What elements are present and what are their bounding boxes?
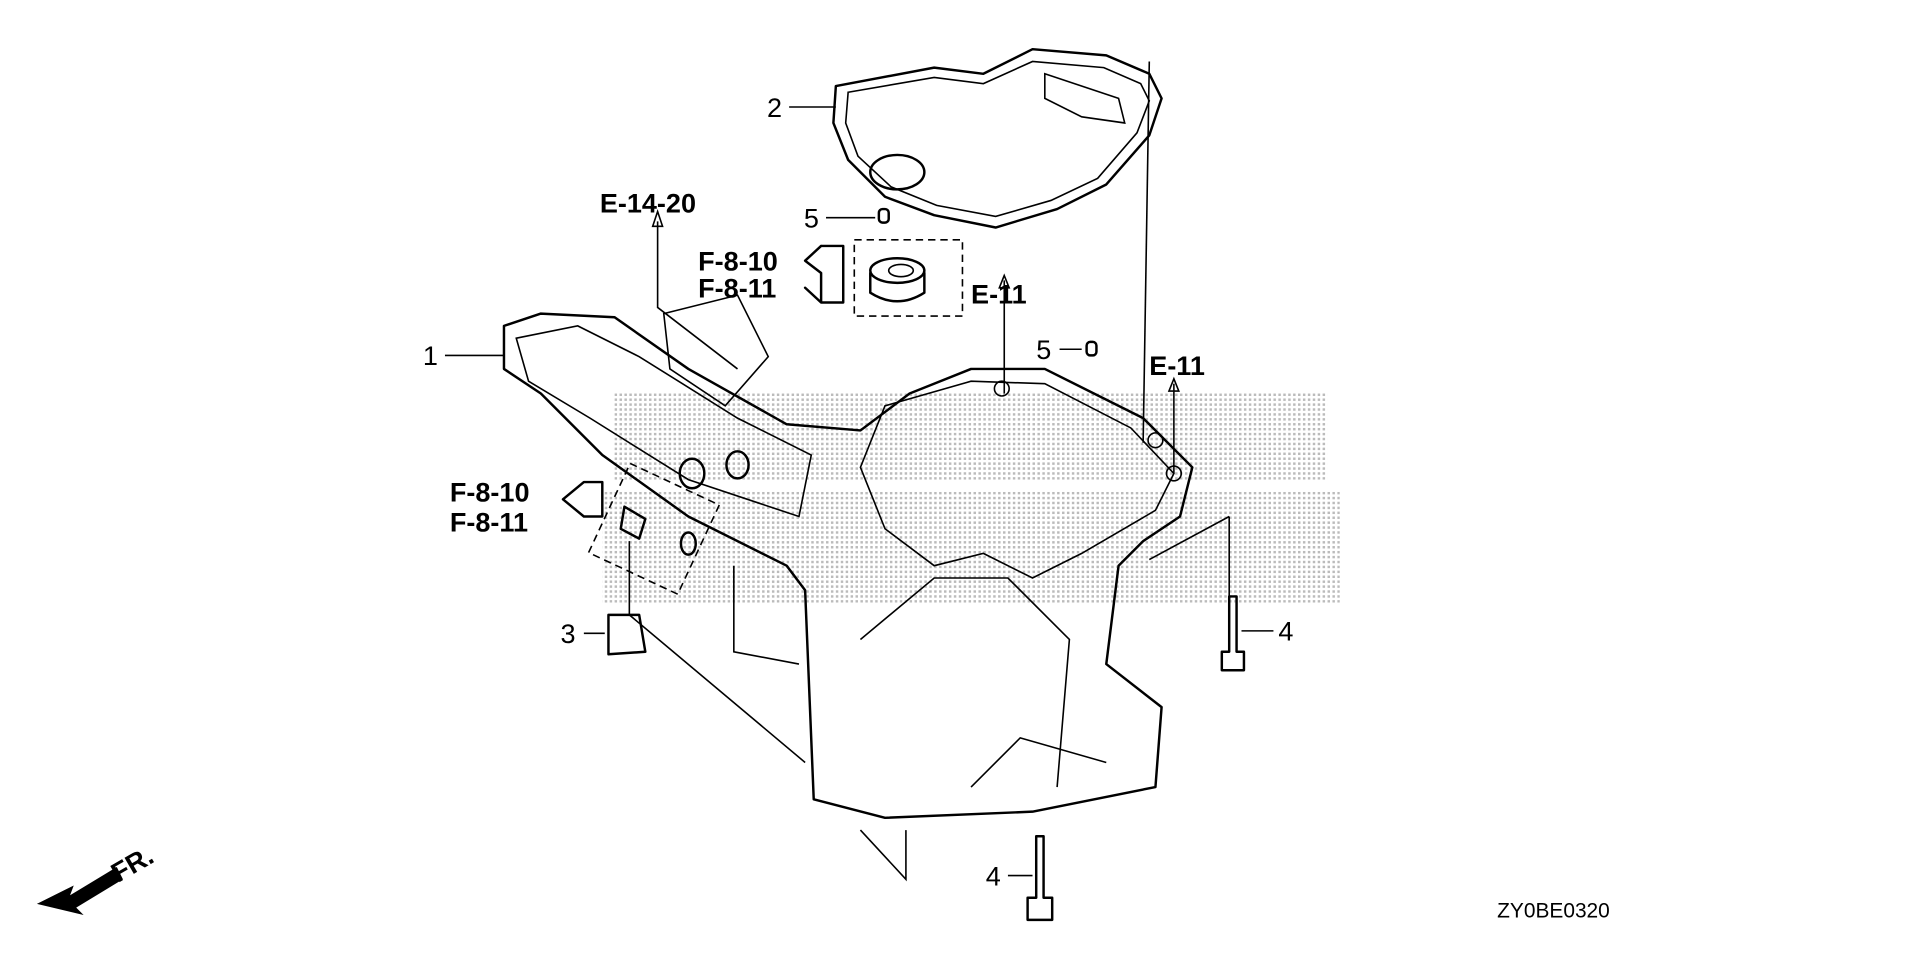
diagram-code: ZY0BE0320 <box>1497 899 1610 922</box>
gasket <box>832 47 1163 229</box>
part-number-4[interactable]: 4 <box>1278 617 1293 647</box>
arrow-icon <box>36 866 123 915</box>
dowel-pin <box>877 207 890 224</box>
leader-lines <box>444 61 1274 882</box>
part-number-2[interactable]: 2 <box>767 93 782 123</box>
oil-case <box>502 294 1194 820</box>
ref-e-11[interactable]: E-11 <box>971 280 1027 310</box>
ref-f-8-11[interactable]: F-8-11 <box>698 274 776 304</box>
bolt <box>1220 595 1246 672</box>
ref-f-8-10[interactable]: F-8-10 <box>698 247 778 277</box>
part-number-1[interactable]: 1 <box>423 341 438 371</box>
grommet <box>607 613 647 656</box>
part-number-5[interactable]: 5 <box>804 204 819 234</box>
front-direction-arrow[interactable]: FR. <box>36 840 159 915</box>
bolt <box>1026 835 1054 922</box>
watermark <box>602 393 1340 603</box>
part-number-3[interactable]: 3 <box>561 619 576 649</box>
dowel-pin <box>1085 340 1098 357</box>
ref-e-11[interactable]: E-11 <box>1149 351 1205 381</box>
part-number-5[interactable]: 5 <box>1036 335 1051 365</box>
part-number-4[interactable]: 4 <box>986 861 1001 891</box>
drain-bolt <box>587 462 721 596</box>
ref-f-8-11[interactable]: F-8-11 <box>450 507 528 537</box>
ref-e-14-20[interactable]: E-14-20 <box>600 189 696 219</box>
oil-seal <box>853 239 964 317</box>
ref-f-8-10[interactable]: F-8-10 <box>450 478 530 508</box>
